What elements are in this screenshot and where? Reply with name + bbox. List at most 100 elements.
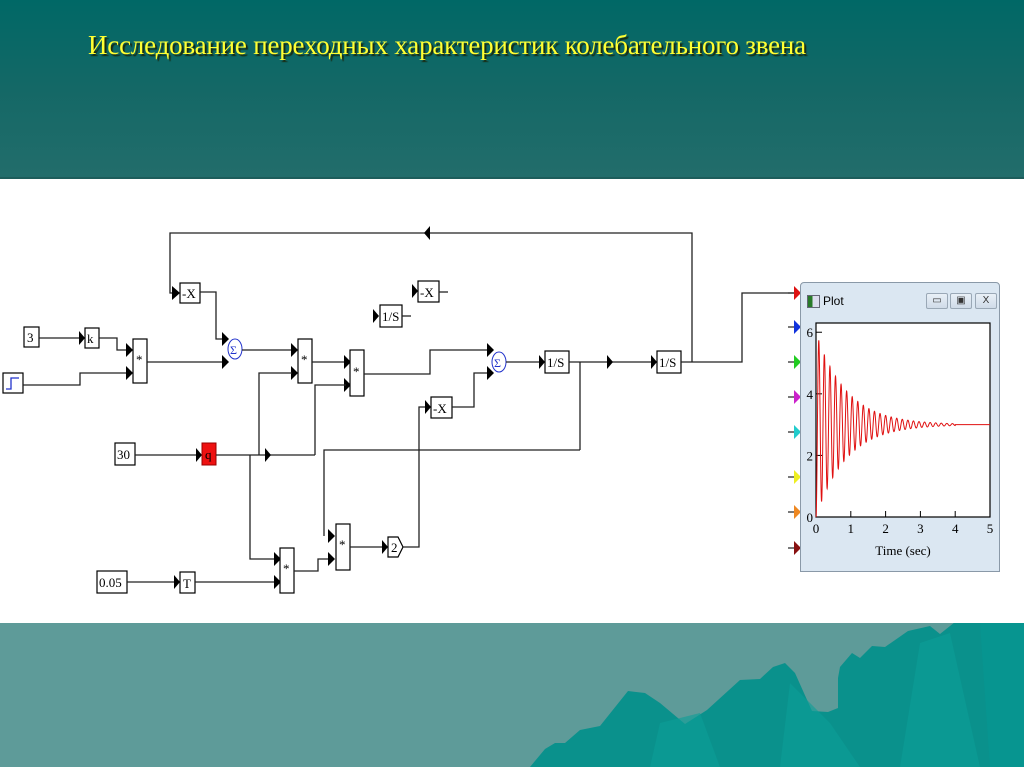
wire-mult4-to-mult5 [294,558,330,572]
plot-input-port-green[interactable] [794,355,801,369]
plot-input-port-blue[interactable] [794,320,801,334]
arrow-mult4-in2 [274,575,281,589]
svg-text:*: * [283,561,290,576]
svg-text:Σ: Σ [494,356,501,370]
series-response [815,340,990,518]
svg-text:1/S: 1/S [547,355,564,370]
block-gain-k[interactable]: k [84,327,100,349]
y-tick-label: 2 [807,448,814,463]
svg-text:-X: -X [433,401,447,416]
block-mult-1[interactable]: * [132,338,148,384]
x-tick-label: 1 [848,521,855,536]
wire-step-to-mult1 [23,372,127,386]
block-var-q[interactable]: q [201,442,217,466]
slide-footer [0,623,1024,767]
svg-text:*: * [339,537,346,552]
x-tick-label: 4 [952,521,959,536]
block-neg-x-orphan[interactable]: -X [417,280,440,303]
arrow-orphan-integrator [373,309,379,323]
y-tick-label: 4 [807,387,814,402]
close-button[interactable]: X [975,293,997,309]
arrow-into-negx-top [172,286,180,300]
svg-text:0.05: 0.05 [99,575,122,590]
plot-window-title: Plot [823,294,844,308]
block-sum-1[interactable]: Σ [227,338,243,360]
block-integrator-1[interactable]: 1/S [544,350,570,374]
arrow-int1-out [607,355,613,369]
block-const-3[interactable]: 3 [23,326,40,348]
svg-text:Σ: Σ [230,343,237,357]
restore-button[interactable]: ▣ [950,293,972,309]
y-tick-label: 0 [807,510,814,525]
block-integrator-orphan[interactable]: 1/S [379,304,403,328]
x-tick-label: 2 [882,521,889,536]
wire-negx-to-sum2 [452,372,489,408]
svg-text:*: * [136,352,143,367]
block-neg-x-mid[interactable]: -X [430,396,453,419]
block-sum-2[interactable]: Σ [491,351,507,373]
plot-input-port-darkred[interactable] [794,541,801,555]
wire-mult3-to-sum2 [364,349,489,375]
wire-feedback-to-mult5 [323,449,580,536]
minimize-button[interactable]: ▭ [926,293,948,309]
block-mult-2[interactable]: * [297,338,313,384]
block-gain-2[interactable]: 2 [387,536,404,558]
slide-title: Исследование переходных характеристик ко… [88,30,806,60]
arrow-into-q [196,448,202,462]
slide-header: Исследование переходных характеристик ко… [0,0,1024,177]
x-tick-label: 5 [987,521,993,536]
svg-text:k: k [87,331,94,346]
arrow-sum1-in2 [222,355,229,369]
svg-text:q: q [205,447,212,462]
svg-text:*: * [353,364,360,379]
arrow-into-negx-mid [425,400,431,414]
block-neg-x-top[interactable]: -X [179,282,201,304]
plot-input-port-orange[interactable] [794,505,801,519]
plot-window-icon [807,295,820,308]
block-mult-5[interactable]: * [335,523,351,571]
plot-input-port-red[interactable] [794,286,801,300]
arrow-mult2-in2 [291,366,298,380]
arrow-mult4-in1 [274,552,281,566]
wire-q-to-mult2 [258,372,292,455]
plot-input-port-cyan[interactable] [794,425,801,439]
svg-text:*: * [301,352,308,367]
block-diagram: -X 3 k * Σ * * [2,226,801,594]
wire-gain2-to-negx [403,406,427,548]
arrow-into-int2 [651,355,657,369]
wire-q-to-mult3 [314,384,346,455]
x-tick-label: 0 [813,521,820,536]
mountain-decoration [530,623,1024,767]
arrow-mult1-in2 [126,366,133,380]
block-mult-4[interactable]: * [279,547,295,594]
arrow-sum2-in2 [487,366,494,380]
arrow-mult2-in1 [291,343,298,357]
svg-text:3: 3 [27,330,34,345]
arrow-feedback-top [424,226,430,240]
svg-text:2: 2 [391,540,398,555]
block-integrator-2[interactable]: 1/S [656,350,682,374]
svg-text:1/S: 1/S [382,309,399,324]
arrow-q-junction [265,448,271,462]
arrow-into-k [79,331,85,345]
svg-text:-X: -X [182,286,196,301]
block-const-005[interactable]: 0.05 [96,570,128,594]
svg-text:1/S: 1/S [659,355,676,370]
x-axis-label: Time (sec) [875,543,931,558]
header-divider [0,177,1024,179]
plot-input-port-magenta[interactable] [794,390,801,404]
svg-text:-X: -X [420,285,434,300]
plot-input-ports [788,286,801,555]
plot-input-port-yellow[interactable] [794,470,801,484]
block-var-T[interactable]: T [179,571,196,594]
wire-int2-to-plot [681,292,795,363]
wire-k-to-mult1 [99,337,127,351]
block-mult-3[interactable]: * [349,349,365,397]
wire-q-to-mult4 [249,455,276,560]
arrow-into-int1 [539,355,545,369]
block-const-30[interactable]: 30 [114,442,136,466]
arrow-into-gain2 [382,540,388,554]
block-step-source[interactable] [2,372,24,394]
